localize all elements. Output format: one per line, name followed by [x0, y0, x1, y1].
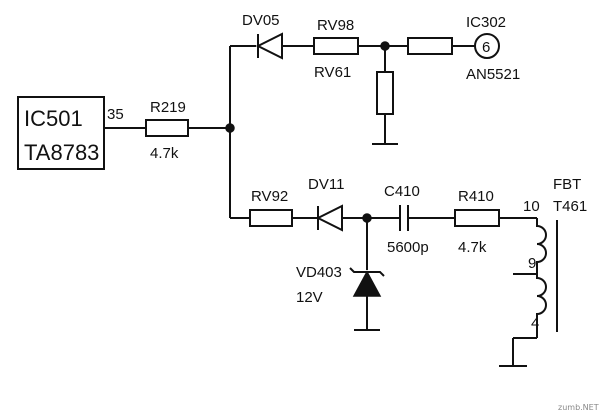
- vd403-bar: [349, 267, 385, 277]
- rv92-ref: RV92: [251, 188, 288, 205]
- ic501-block: IC501 TA8783 35: [17, 96, 124, 170]
- diode-dv05: DV05: [242, 12, 283, 60]
- resistor-r219: R219 4.7k: [145, 99, 189, 162]
- fbt-winding: [536, 218, 547, 330]
- vd403-value: 12V: [296, 289, 323, 306]
- fbt-pin-9: 9: [528, 255, 536, 272]
- r410-ref: R410: [458, 188, 494, 205]
- ic501-pin-label: 35: [107, 106, 124, 123]
- ic302-connector: 6 IC302 AN5521: [466, 14, 520, 83]
- ic501-part: TA8783: [24, 140, 99, 165]
- dv05-triangle: [255, 32, 283, 60]
- rv98-ref: RV98: [317, 17, 354, 34]
- dv11-triangle: [315, 204, 343, 232]
- fbt-name: FBT: [553, 176, 581, 193]
- ic302-pin: 6: [482, 39, 490, 56]
- capacitor-c410: C410 5600p: [384, 183, 429, 256]
- r219-body: [145, 119, 189, 137]
- dv05-ref: DV05: [242, 12, 280, 29]
- resistor-to-ic302: [407, 37, 453, 55]
- resistor-rv92: RV92: [249, 188, 293, 227]
- fbt-pin-4: 4: [531, 315, 539, 332]
- ic501-body: [17, 96, 105, 170]
- rv98-body: [313, 37, 359, 55]
- watermark: zumb.NET: [558, 403, 599, 412]
- r410-value: 4.7k: [458, 239, 487, 256]
- fbt-transformer: FBT T461 10 9 4: [513, 176, 587, 332]
- c410-value: 5600p: [387, 239, 429, 256]
- diode-dv11: DV11: [308, 176, 344, 232]
- junction-main: [225, 123, 235, 133]
- r410-body: [454, 209, 500, 227]
- ic501-name: IC501: [24, 106, 83, 131]
- vd403-triangle: [352, 270, 382, 297]
- ic302-part: AN5521: [466, 66, 520, 83]
- dv11-ref: DV11: [308, 176, 344, 193]
- fbt-pin-10: 10: [523, 198, 540, 215]
- resistor-ic302-body: [407, 37, 453, 55]
- resistor-rv98: RV98: [313, 17, 359, 55]
- r219-ref: R219: [150, 99, 186, 116]
- rv92-body: [249, 209, 293, 227]
- vd403-ref: VD403: [296, 264, 342, 281]
- zener-vd403: VD403 12V: [296, 264, 385, 306]
- ic302-name: IC302: [466, 14, 506, 31]
- resistor-r410: R410 4.7k: [454, 188, 500, 256]
- fbt-ref: T461: [553, 198, 587, 215]
- rv61-body: [376, 71, 394, 115]
- rv61-ref: RV61: [314, 64, 351, 81]
- c410-ref: C410: [384, 183, 420, 200]
- resistor-rv61: RV61: [314, 64, 394, 115]
- ic302-pin-circle: [474, 33, 500, 59]
- r219-value: 4.7k: [150, 145, 179, 162]
